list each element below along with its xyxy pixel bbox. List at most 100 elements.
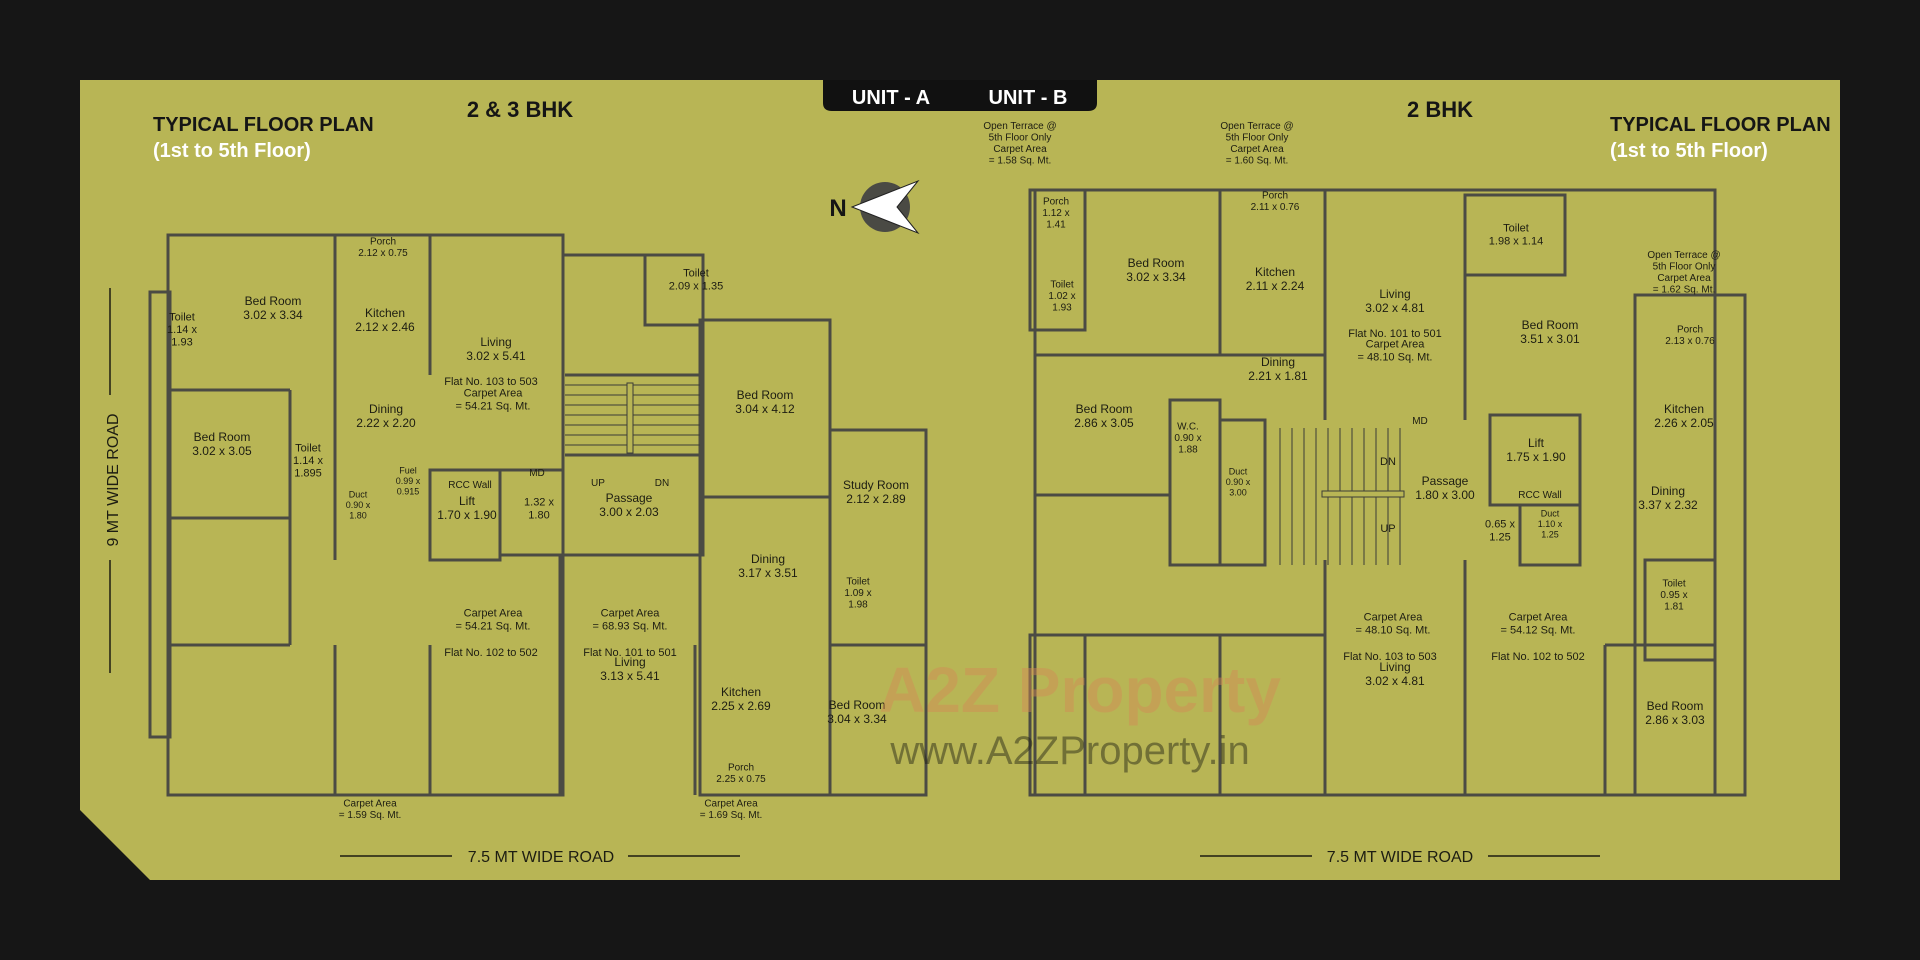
room-label: Carpet Area= 1.59 Sq. Mt. xyxy=(339,798,402,821)
room-label: Flat No. 101 to 501 xyxy=(583,647,677,659)
room-label: Carpet Area= 48.10 Sq. Mt. xyxy=(1358,339,1433,364)
unit-a-heading: TYPICAL FLOOR PLAN (1st to 5th Floor) 2 … xyxy=(153,97,573,162)
road-label-left: 9 MT WIDE ROAD xyxy=(105,413,122,546)
board-background xyxy=(80,80,1840,880)
unit-a-bhk: 2 & 3 BHK xyxy=(467,97,573,122)
watermark-url: www.A2ZProperty.in xyxy=(889,729,1249,773)
north-compass: N xyxy=(829,179,920,235)
unit-b-bhk: 2 BHK xyxy=(1407,97,1473,122)
road-label-bottom-a: 7.5 MT WIDE ROAD xyxy=(468,849,614,866)
room-label: UP xyxy=(591,478,605,489)
room-label: RCC Wall xyxy=(1518,490,1562,501)
tab-unit-a[interactable]: UNIT - A xyxy=(852,87,930,109)
unit-b-stairs xyxy=(1279,428,1405,565)
unit-b-subtitle: (1st to 5th Floor) xyxy=(1610,140,1768,162)
room-label: Flat No. 103 to 503 xyxy=(444,376,538,388)
room-label: MD xyxy=(1412,416,1428,427)
bottom-road-b: 7.5 MT WIDE ROAD xyxy=(1200,849,1600,866)
watermark-logo: A2Z Property xyxy=(879,654,1281,726)
unit-b-heading: TYPICAL FLOOR PLAN (1st to 5th Floor) 2 … xyxy=(1407,97,1831,162)
room-label: Carpet Area= 1.69 Sq. Mt. xyxy=(700,798,763,821)
room-label: UP xyxy=(1380,523,1395,535)
unit-a-stairs xyxy=(565,382,700,454)
room-label: DN xyxy=(1380,456,1396,468)
room-label: Carpet Area= 68.93 Sq. Mt. xyxy=(593,608,668,633)
unit-tab-bar xyxy=(823,80,1097,111)
unit-a-walls xyxy=(148,233,928,797)
left-road: 9 MT WIDE ROAD xyxy=(105,288,122,673)
room-label: Flat No. 102 to 502 xyxy=(1491,651,1585,663)
compass-arrow-icon xyxy=(850,179,920,235)
road-label-bottom-b: 7.5 MT WIDE ROAD xyxy=(1327,849,1473,866)
bottom-road-a: 7.5 MT WIDE ROAD xyxy=(340,849,740,866)
north-label: N xyxy=(829,195,846,222)
unit-b-title: TYPICAL FLOOR PLAN xyxy=(1610,114,1831,136)
unit-a-subtitle: (1st to 5th Floor) xyxy=(153,140,311,162)
room-label: Carpet Area= 54.12 Sq. Mt. xyxy=(1501,612,1576,637)
room-label: MD xyxy=(529,468,545,479)
room-label: RCC Wall xyxy=(448,480,492,491)
tab-unit-b[interactable]: UNIT - B xyxy=(989,87,1068,109)
room-label: Flat No. 103 to 503 xyxy=(1343,651,1437,663)
room-label: Carpet Area= 54.21 Sq. Mt. xyxy=(456,388,531,413)
watermark: A2Z Property www.A2ZProperty.in xyxy=(879,654,1281,773)
unit-b-walls xyxy=(1028,188,1747,797)
room-label: Flat No. 101 to 501 xyxy=(1348,328,1442,340)
room-label: Flat No. 102 to 502 xyxy=(444,647,538,659)
room-label: DN xyxy=(655,478,669,489)
unit-a-title: TYPICAL FLOOR PLAN xyxy=(153,114,374,136)
room-label: Carpet Area= 54.21 Sq. Mt. xyxy=(456,608,531,633)
room-label: Carpet Area= 48.10 Sq. Mt. xyxy=(1356,612,1431,637)
